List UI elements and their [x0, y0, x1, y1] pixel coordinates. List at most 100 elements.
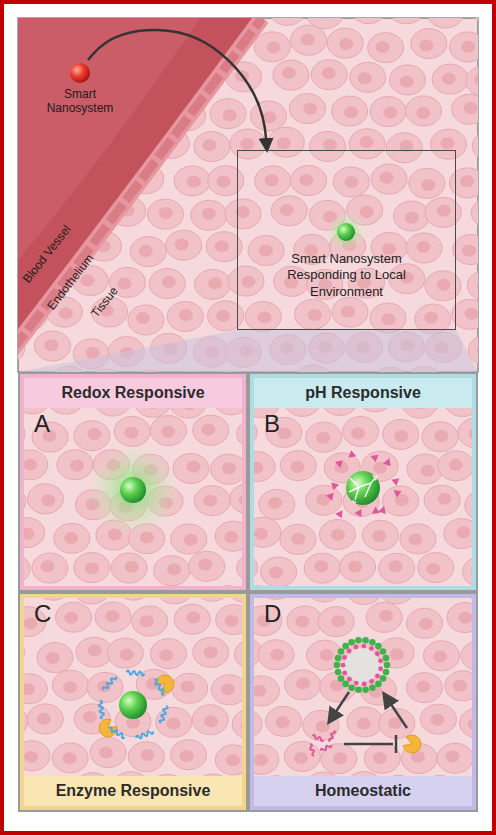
tissue-cell [372, 530, 386, 542]
tissue-cell [280, 524, 316, 554]
ph-nanosystem [349, 476, 377, 500]
redox-nanosystem [87, 444, 179, 536]
tissue-cell [95, 602, 131, 632]
node-label: Smart Nanosystem Responding to Local Env… [238, 251, 455, 300]
tissue-cell [255, 166, 291, 196]
tissue-cell [250, 744, 279, 774]
homeostatic-nanosystem [334, 662, 341, 669]
redox-nanosystem [120, 477, 146, 503]
tissue-cell [424, 485, 460, 515]
homeostatic-nanosystem [375, 651, 380, 656]
tissue-cell [215, 745, 246, 775]
tissue-cell [291, 166, 327, 196]
enzyme-nanosystem [108, 726, 126, 738]
homeostatic-nanosystem [335, 655, 342, 662]
tissue-cell [63, 752, 77, 764]
tissue-cell [438, 451, 474, 481]
homeostatic-nanosystem [362, 686, 369, 693]
tissue-cell [310, 131, 346, 161]
ph-nanosystem [331, 481, 340, 491]
ph-nanosystem [346, 450, 357, 461]
tissue-cell [216, 605, 246, 635]
tissue-cell [294, 299, 330, 329]
tissue-cell [175, 238, 189, 250]
tissue-cell [114, 416, 150, 446]
homeostatic-nanosystem [342, 670, 347, 675]
tissue-cell [187, 176, 201, 188]
tissue-cell [382, 313, 396, 325]
region-label: Endothelium [44, 251, 96, 312]
tissue-cell [37, 713, 51, 725]
panel-letter: B [254, 408, 290, 440]
tissue-cell [370, 97, 406, 127]
tissue-cell [118, 278, 132, 290]
enzyme-nanosystem [98, 701, 105, 719]
tissue-cell [99, 746, 113, 758]
homeostatic-nanosystem [342, 643, 349, 650]
tissue-cell [383, 486, 419, 516]
tissue-cell [433, 651, 447, 663]
tissue-cell [140, 749, 154, 761]
tissue-cell [269, 566, 283, 578]
homeostatic-nanosystem [320, 744, 332, 753]
tissue-cell [327, 28, 363, 58]
tissue-cell [261, 557, 297, 587]
tissue-cell [434, 430, 448, 442]
tissue-cell [259, 245, 273, 257]
homeostatic-nanosystem [338, 675, 345, 682]
tissue-cell [150, 416, 186, 446]
tissue-cell [87, 428, 101, 440]
tissue-cell [221, 683, 235, 695]
tissue-cell [287, 606, 323, 636]
arrow-connector [88, 30, 267, 150]
tissue-cell [421, 179, 435, 191]
tissue-cell [332, 297, 368, 327]
tissue-cell [358, 72, 372, 84]
tissue-cell [159, 207, 173, 219]
tissue-cell [254, 528, 268, 540]
tissue-cell [266, 706, 302, 736]
tissue-cell [215, 521, 246, 551]
tissue-cell [171, 524, 207, 554]
panel-box: Redox ResponsiveA [20, 374, 246, 590]
homeostatic-nanosystem [362, 637, 369, 644]
tissue-cell [23, 459, 37, 471]
tissue-cell [83, 711, 97, 723]
tissue-cell [130, 237, 166, 267]
tissue-cell [128, 742, 164, 772]
tissue-cell [139, 245, 153, 257]
nanosystem-sphere [337, 223, 355, 241]
tissue-cell [179, 309, 193, 321]
tissue-cell [258, 311, 272, 323]
panel-heading: Redox Responsive [24, 378, 242, 408]
tissue-cell [147, 199, 183, 229]
homeostatic-nanosystem [384, 694, 407, 728]
tissue-cell [167, 564, 181, 576]
blood-vessel [18, 18, 262, 372]
tissue-cell [225, 199, 261, 229]
tissue-cell [450, 32, 478, 62]
homeostatic-nanosystem [347, 649, 352, 654]
tissue-cell [321, 744, 357, 774]
tissue-cell [186, 461, 200, 473]
tissue-cell [248, 236, 284, 266]
tissue-cell [57, 450, 93, 480]
tissue-cell [37, 643, 73, 673]
tissue-cell [181, 681, 195, 693]
tissue-cell [273, 60, 309, 90]
homeostatic-nanosystem [355, 686, 362, 693]
ph-nanosystem [326, 450, 402, 518]
enzyme-nanosystem [102, 675, 117, 691]
tissue-cell [20, 450, 48, 480]
tissue-cell [459, 612, 473, 624]
tissue-cell [294, 752, 308, 764]
tissue-cell [265, 174, 279, 186]
tissue-cell [430, 714, 444, 726]
tissue-cell [189, 551, 225, 581]
tissue-cell [390, 65, 426, 95]
tissue-cell [276, 716, 290, 728]
tissue-cell [409, 168, 445, 198]
tissue-cell [204, 715, 218, 727]
ph-nanosystem [371, 506, 380, 514]
